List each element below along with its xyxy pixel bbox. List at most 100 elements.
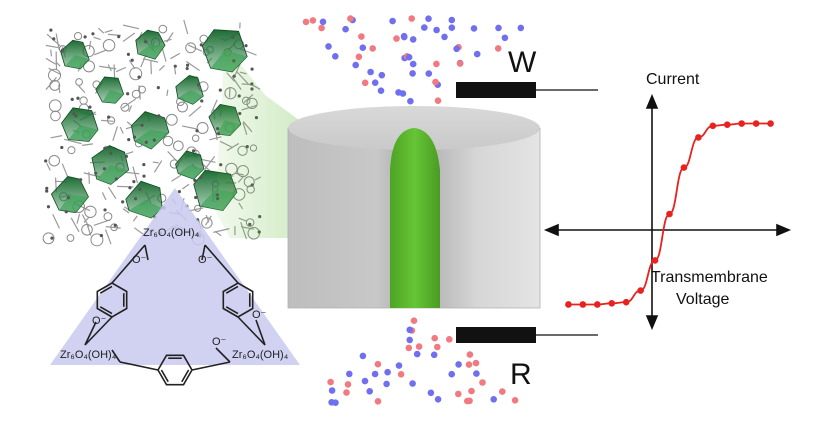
ion-dot (369, 45, 377, 52)
ion-dot (327, 378, 334, 386)
ion-dot (325, 43, 332, 50)
ion-dot (400, 33, 408, 41)
ion-dot (358, 33, 365, 40)
ion-dot (448, 24, 456, 32)
carboxylate-charge-5: O⁻ (212, 336, 227, 348)
electrode-label-w: W (508, 46, 537, 79)
iv-point-4 (622, 298, 630, 306)
ion-dot (490, 396, 498, 403)
ion-dot (359, 44, 367, 51)
iv-point-0 (565, 301, 572, 308)
ion-dot (407, 97, 414, 105)
ion-dot (343, 389, 350, 396)
ion-dot (406, 326, 414, 334)
ion-dot (409, 70, 416, 77)
ion-dot (319, 18, 327, 26)
ion-dot (455, 390, 462, 398)
ion-dot (456, 60, 464, 67)
ion-dot (332, 53, 339, 60)
ion-dot (434, 97, 442, 104)
ion-dot (367, 68, 374, 76)
x-axis-label-line1: Transmembrane (651, 269, 768, 286)
ion-dot (395, 362, 403, 369)
iv-point-8 (680, 164, 688, 171)
ion-dot (472, 359, 480, 367)
ion-dot (361, 377, 369, 385)
ion-dot (302, 18, 310, 26)
ion-dot (309, 17, 317, 24)
zr-node-top: Zr₆O₄(OH)₄ (143, 227, 200, 239)
ion-dot (408, 15, 416, 22)
ion-dot (409, 36, 417, 43)
ion-dot (410, 317, 418, 325)
ion-dot (433, 26, 440, 34)
iv-point-12 (738, 120, 745, 127)
ion-dot (434, 343, 441, 351)
ion-dot (415, 343, 423, 350)
ion-dot (384, 368, 391, 376)
ion-dot (383, 380, 390, 388)
electrode-label-r: R (510, 358, 532, 391)
ion-dot (395, 89, 402, 96)
y-axis-label: Current (646, 71, 700, 88)
ion-dot (409, 60, 417, 68)
ion-dot (359, 352, 367, 360)
ion-dot (448, 16, 456, 24)
carboxylate-charge-3: O⁻ (92, 315, 107, 327)
ion-dot (455, 361, 462, 368)
ion-dot (434, 396, 442, 403)
ion-dot (441, 33, 448, 41)
ion-dot (342, 25, 349, 33)
ion-dot (479, 379, 486, 386)
carboxylate-charge-2: O⁻ (198, 254, 213, 266)
ion-dot (470, 25, 478, 32)
iv-chart: Current Transmembrane Voltage (543, 71, 792, 331)
ion-dot (425, 70, 433, 77)
electrode-w (456, 82, 598, 98)
x-axis-arrow-right (776, 223, 792, 237)
iv-point-13 (752, 120, 760, 127)
ion-dot (346, 370, 353, 378)
electrode-r (456, 327, 598, 343)
ion-dot (511, 397, 519, 404)
ion-dot (448, 370, 456, 378)
ion-dot (446, 336, 453, 343)
ion-dot (495, 24, 502, 32)
ion-dot (425, 15, 432, 22)
y-axis-arrow-bottom (645, 315, 659, 331)
ion-dot (361, 79, 369, 87)
ion-dot (468, 387, 475, 395)
ion-dot (366, 388, 374, 395)
ion-dot (499, 388, 506, 395)
iv-point-6 (651, 257, 659, 264)
ion-dot (378, 71, 386, 79)
ion-dot (405, 53, 413, 61)
ion-dot (473, 370, 480, 377)
ion-dot (501, 34, 509, 42)
y-axis-arrow-top (645, 93, 659, 109)
ion-dot (406, 336, 414, 344)
iv-point-10 (709, 122, 717, 130)
ion-dot (374, 360, 382, 368)
chemical-structure: Zr₆O₄(OH)₄ Zr₆O₄(OH)₄ Zr₆O₄(OH)₄ O⁻ O⁻ O… (50, 188, 300, 386)
iv-point-3 (608, 300, 616, 307)
iv-point-7 (666, 210, 673, 218)
iv-point-1 (579, 301, 587, 308)
iv-point-9 (695, 134, 702, 141)
ion-dot (328, 387, 336, 394)
iv-point-11 (723, 121, 731, 128)
ion-dot (371, 79, 379, 86)
iv-point-2 (594, 301, 601, 308)
ion-dot (405, 344, 413, 352)
iv-point-14 (767, 120, 774, 127)
ion-dot (344, 381, 352, 388)
ion-dot (466, 351, 474, 358)
ion-dot (332, 399, 339, 407)
ion-dot (466, 397, 473, 405)
ion-dot (352, 61, 360, 69)
ion-dot (431, 334, 439, 342)
ion-dot (355, 53, 363, 61)
mof-filled-nanopore (390, 128, 440, 308)
ion-dot (377, 87, 385, 94)
ion-dot (465, 361, 473, 368)
